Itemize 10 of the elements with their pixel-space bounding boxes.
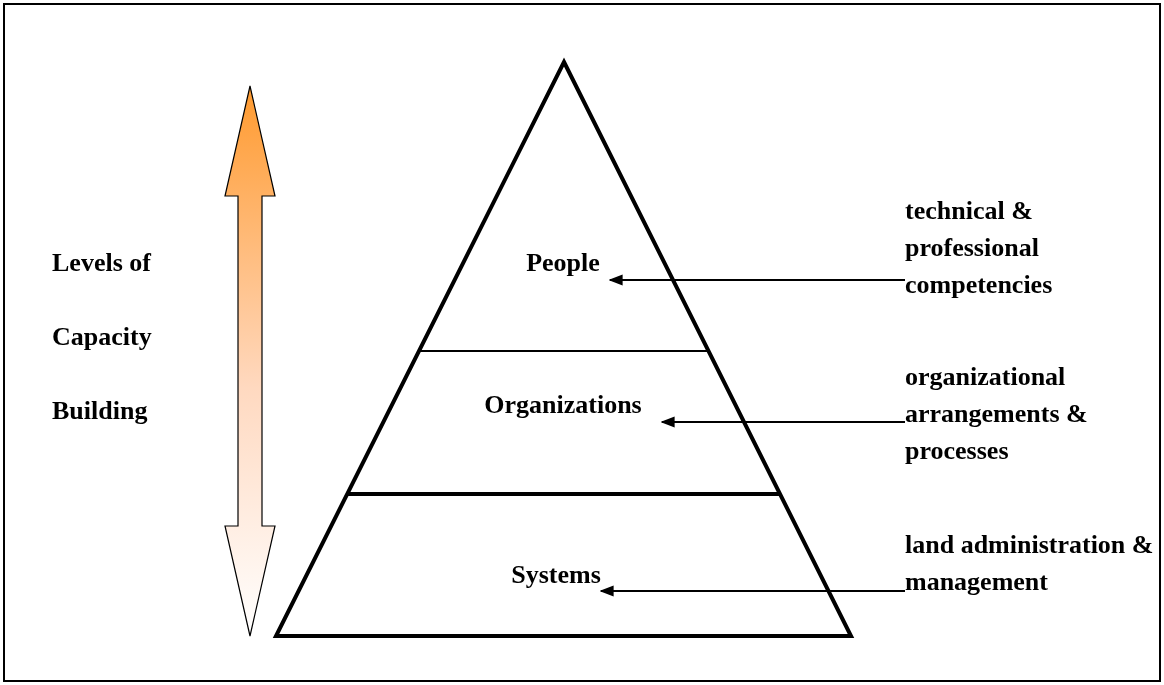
level-label: Organizations [464,386,662,423]
description-text: organizational arrangements & processes [905,358,1155,469]
description-text: technical & professional competencies [905,192,1135,303]
arrow [660,416,906,428]
description-text: land administration & management [905,526,1155,600]
arrow [608,274,906,286]
arrow [599,585,906,597]
axis-label: Levels of Capacity Building [52,247,153,427]
level-label: Systems [511,556,601,593]
level-label: People [516,244,610,281]
